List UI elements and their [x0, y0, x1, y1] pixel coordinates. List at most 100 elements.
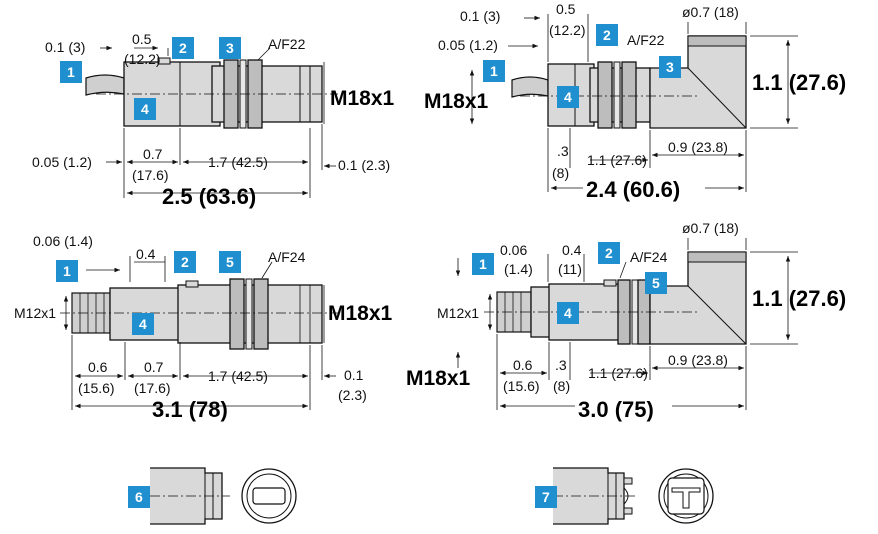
svg-text:4: 4 [564, 305, 572, 321]
dim-05: 0.5 [132, 31, 152, 47]
dim-17: 1.7 (42.5) [208, 154, 268, 170]
svg-text:5: 5 [652, 275, 660, 291]
dim-06: 0.6 [513, 357, 533, 373]
sensor-straight-connector: 0.06 (1.4) 0.4 A/F24 M12x1 M18x1 0.6 (15… [14, 233, 393, 422]
hex-nut [621, 61, 637, 129]
svg-text:1: 1 [67, 64, 75, 80]
cable [85, 74, 125, 96]
badge-2 [172, 37, 194, 59]
af-label: A/F22 [627, 32, 665, 48]
hex-nut [229, 278, 245, 350]
thread-label: M18x1 [330, 87, 395, 110]
badge-2 [598, 242, 620, 264]
diameter-label: ø0.7 (18) [682, 4, 739, 20]
badge-5 [645, 272, 667, 294]
svg-text:4: 4 [141, 101, 149, 117]
dim-07-mm: (17.6) [132, 167, 169, 183]
badge-1 [56, 260, 78, 282]
svg-text:3: 3 [226, 40, 234, 56]
led-window [603, 279, 617, 287]
dim-05-mm: (12.2) [124, 51, 161, 67]
thread-label: M18x1 [424, 90, 489, 113]
cable [511, 76, 549, 98]
dim-front: 0.05 (1.2) [438, 37, 498, 53]
dim-09: 0.9 (23.8) [668, 352, 728, 368]
dim-05-mm: (12.2) [549, 22, 586, 38]
dim-006-mm: (1.4) [504, 261, 533, 277]
dim-06-mm: (15.6) [503, 378, 540, 394]
thread-label: M18x1 [328, 302, 393, 325]
total-length: 2.4 (60.6) [586, 177, 680, 202]
dim-07-mm: (17.6) [134, 380, 171, 396]
dim-06-mm: (15.6) [78, 380, 115, 396]
svg-text:5: 5 [226, 254, 234, 270]
sensor-straight-cable: 0.1 (3) 0.5 (12.2) A/F22 M18x1 0.05 (1.2… [32, 31, 395, 209]
badge-4 [132, 313, 154, 335]
dim-04: 0.4 [562, 242, 582, 258]
badge-1 [472, 253, 494, 275]
dim-04-mm: (11) [558, 261, 582, 277]
dim-17: 1.7 (42.5) [208, 368, 268, 384]
svg-text:7: 7 [542, 489, 550, 505]
svg-text:4: 4 [564, 89, 572, 105]
dim-006: 0.06 (1.4) [33, 233, 93, 249]
svg-text:2: 2 [605, 245, 613, 261]
dim-006: 0.06 [500, 242, 527, 258]
sensor-housing [547, 63, 595, 127]
dim-03-mm: (8) [553, 378, 570, 394]
svg-text:2: 2 [181, 254, 189, 270]
badge-6 [128, 486, 150, 508]
dim-03-mm: (8) [552, 165, 569, 181]
hex-nut [253, 278, 269, 350]
badge-7 [535, 486, 557, 508]
m12-label: M12x1 [437, 305, 479, 321]
led-window [185, 280, 199, 288]
sensor-end-side-view [553, 467, 625, 525]
svg-text:2: 2 [603, 27, 611, 43]
right-angle-head [649, 35, 747, 129]
dim-back: 0.1 (2.3) [338, 157, 390, 173]
hex-nut [597, 61, 613, 129]
badge-1 [60, 61, 82, 83]
badge-1 [483, 60, 505, 82]
svg-text:4: 4 [139, 316, 147, 332]
dim-cable: 0.1 (3) [45, 39, 85, 55]
dim-front: 0.05 (1.2) [32, 154, 92, 170]
dim-04: 0.4 [136, 246, 156, 262]
thread-label: M18x1 [406, 367, 471, 390]
svg-text:6: 6 [135, 489, 143, 505]
detail-view-7: 7 [535, 467, 714, 525]
dim-01: 0.1 [344, 367, 364, 383]
sensor-right-angle-connector: 0.06 (1.4) 0.4 (11) A/F24 ø0.7 (18) 1.1 … [406, 220, 846, 422]
dim-cable: 0.1 (3) [460, 8, 500, 24]
af-label: A/F22 [268, 36, 306, 52]
dim-09: 0.9 (23.8) [668, 139, 728, 155]
svg-text:1: 1 [490, 63, 498, 79]
dim-05: 0.5 [556, 1, 576, 17]
m12-label: M12x1 [14, 305, 56, 321]
dim-03: .3 [557, 143, 569, 159]
badge-3 [659, 56, 681, 78]
af-label: A/F24 [630, 249, 668, 265]
dim-01-mm: (2.3) [338, 387, 367, 403]
led-window [157, 57, 171, 65]
badge-3 [219, 37, 241, 59]
dim-06: 0.6 [88, 359, 108, 375]
dim-07: 0.7 [144, 359, 164, 375]
svg-text:2: 2 [179, 40, 187, 56]
svg-text:1: 1 [63, 263, 71, 279]
total-length: 2.5 (63.6) [162, 184, 256, 209]
svg-text:3: 3 [666, 59, 674, 75]
badge-4 [134, 98, 156, 120]
sensor-right-angle-cable: 0.1 (3) 0.5 (12.2) 0.05 (1.2) A/F22 ø0.7… [424, 1, 846, 202]
diameter-label: ø0.7 (18) [682, 220, 739, 236]
badge-2 [596, 24, 618, 46]
height-label: 1.1 (27.6) [752, 286, 846, 311]
badge-4 [557, 302, 579, 324]
total-length: 3.0 (75) [578, 397, 654, 422]
badge-2 [174, 251, 196, 273]
dim-11: 1.1 (27.6) [588, 365, 648, 381]
badge-5 [219, 251, 241, 273]
